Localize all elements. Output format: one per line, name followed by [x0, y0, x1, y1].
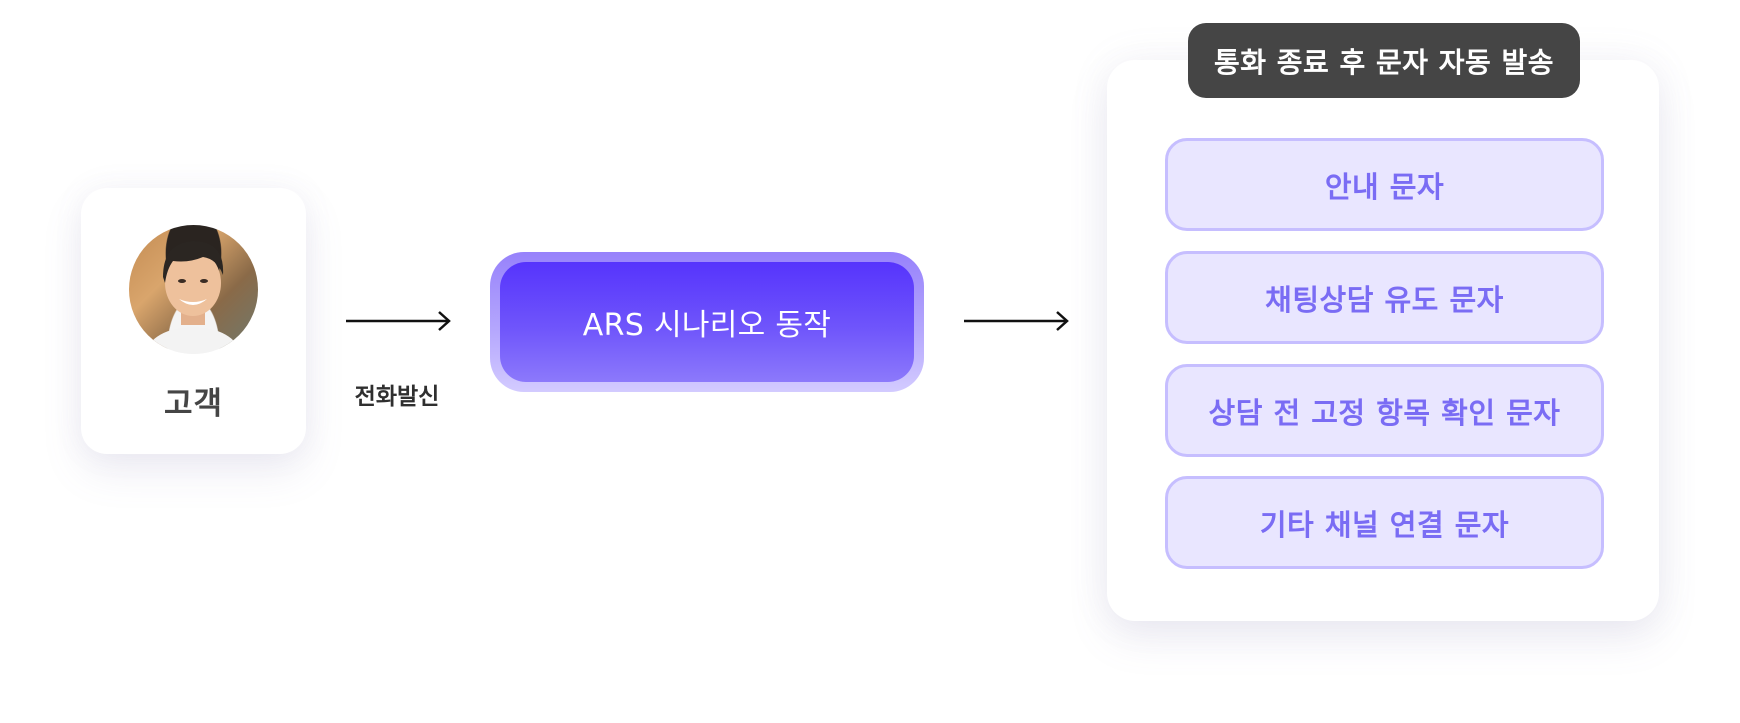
- right-arrow-icon: [964, 309, 1070, 333]
- message-panel-title-badge: 통화 종료 후 문자 자동 발송: [1188, 23, 1580, 98]
- call-label: 전화발신: [354, 384, 440, 410]
- ars-label: ARS 시나리오 동작: [582, 308, 832, 343]
- message-item-label: 채팅상담 유도 문자: [1265, 282, 1504, 317]
- message-item-precheck: 상담 전 고정 항목 확인 문자: [1165, 364, 1604, 457]
- message-panel-title: 통화 종료 후 문자 자동 발송: [1213, 45, 1555, 79]
- message-item-chat-induce: 채팅상담 유도 문자: [1165, 251, 1604, 344]
- message-item-other-channel: 기타 채널 연결 문자: [1165, 476, 1604, 569]
- ars-scenario-box: ARS 시나리오 동작: [490, 252, 924, 392]
- message-item-label: 기타 채널 연결 문자: [1259, 507, 1510, 542]
- message-panel: 안내 문자 채팅상담 유도 문자 상담 전 고정 항목 확인 문자 기타 채널 …: [1107, 60, 1659, 621]
- customer-label: 고객: [163, 386, 224, 422]
- person-photo-icon: [147, 241, 239, 354]
- ars-scenario-inner: ARS 시나리오 동작: [500, 262, 914, 382]
- message-item-label: 안내 문자: [1324, 169, 1445, 204]
- message-item-guide: 안내 문자: [1165, 138, 1604, 231]
- customer-card: 고객: [81, 188, 306, 454]
- right-arrow-icon: [346, 309, 452, 333]
- message-item-label: 상담 전 고정 항목 확인 문자: [1208, 395, 1561, 430]
- customer-avatar: [129, 225, 258, 354]
